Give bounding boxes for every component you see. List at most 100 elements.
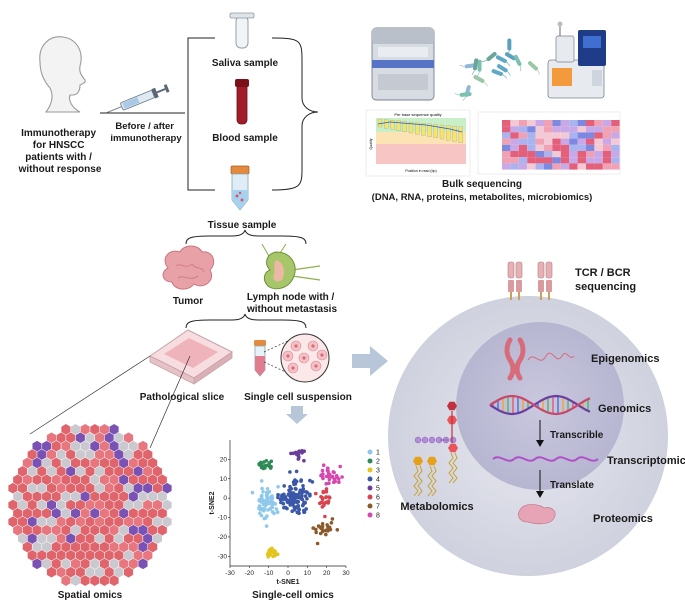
tsne-point [330,517,335,521]
tsne-point [285,498,289,502]
tsne-point [276,485,280,489]
spatial-spot [137,557,149,570]
tsne-point [321,489,326,494]
heatmap-cell [560,163,570,170]
tsne-point [271,554,275,559]
tsne-y-label: t-SNE2 [209,491,216,514]
metabolite-hexagon [413,456,423,466]
tsne-point [262,499,267,504]
proteomics-label: Proteomics [593,513,653,525]
tsne-point [261,490,265,494]
qc-box [433,124,438,138]
heatmap-cell [586,126,595,133]
lymph-node-label: Lymph node with / without metastasis [246,292,337,315]
tsne-point [324,532,328,537]
tsne-point [320,522,325,526]
heatmap-cell [569,157,578,164]
heatmap-cell [586,151,595,158]
tsne-point [324,474,329,479]
heatmap-cell [602,120,612,127]
tsne-legend-label: 1 [376,450,380,457]
tsne-point [267,461,272,465]
microbe-icon [471,58,479,76]
tsne-point [274,507,279,511]
tsne-legend-marker [367,485,373,491]
zoom-line-right [149,355,191,449]
heatmap-cell [544,144,553,151]
microbe-icon [491,69,508,79]
tcr-bcr-label: TCR / BCR sequencing [575,267,636,293]
saliva-label: Saliva sample [212,58,279,69]
microbe-icon [477,59,482,77]
magnify-line-bottom [263,361,291,375]
microbe-icon [473,75,488,87]
tsne-point [314,491,318,496]
tsne-point [331,470,336,474]
tsne-point [282,484,287,488]
heatmap-cell [544,138,553,145]
heatmap-cell [527,132,536,139]
bulk-subtitle: (DNA, RNA, proteins, metabolites, microb… [372,192,593,203]
microbe-icon [495,55,511,67]
mass-spectrometer-icon [547,21,606,99]
tsne-point [259,460,263,465]
tsne-point [259,479,264,483]
tsne-point [275,510,280,515]
qc-chart-figure: Per base sequence quality Position in re… [365,109,471,177]
transcriptomics-label: Transcriptomics [607,455,685,467]
heatmap-cell [569,151,578,158]
qc-box [390,120,395,130]
tsne-point [301,484,305,488]
heatmap-cell [611,157,620,164]
epigenomics-label: Epigenomics [591,353,659,365]
zoom-line-left [29,355,151,435]
qc-chart-title: Per base sequence quality [394,112,441,117]
heatmap-cell [594,126,603,133]
heatmap-cell [510,163,519,170]
tsne-point [321,476,325,481]
tsne-point [299,478,304,482]
tsne-point [340,475,344,479]
tsne-point [262,516,267,521]
heatmap-cell [510,138,519,145]
qc-box [446,125,451,141]
heatmap-cell [586,120,595,127]
heatmap-cell [552,144,561,151]
tsne-point [270,503,274,507]
mrna-icon [492,456,599,462]
spatial-omics-hexgrid [7,423,173,587]
heatmap-cell [577,163,586,170]
microbe-icon [481,51,497,63]
heatmap-cell [502,144,511,151]
microbe-icon [454,92,472,97]
tsne-point [269,495,274,499]
tsne-point [326,499,330,504]
tsne-point [302,458,306,463]
heatmap-cell [502,157,511,164]
tsne-point [276,495,280,500]
chromosome-icon [504,337,526,381]
heatmap-cell [602,163,612,170]
heatmap-cell [552,132,561,139]
tsne-legend-label: 6 [376,495,380,502]
tsne-point [329,521,334,525]
metabolomics-label: Metabolomics [400,501,473,513]
heatmap-cell [544,151,553,158]
heatmap-cell [527,138,536,145]
tsne-point [314,530,319,535]
qc-box [377,118,383,128]
heatmap-cell [535,138,544,145]
tsne-point [332,480,336,485]
dna-strand [489,394,591,416]
tsne-point [288,470,292,474]
single-cell-omics-label: Single-cell omics [252,590,334,601]
tissue-tube-icon [230,165,250,211]
tissue-brace [185,229,307,245]
tsne-point [305,497,309,501]
tsne-point [300,449,304,453]
tsne-point [263,463,268,468]
translate-arrow-icon [536,470,544,498]
heatmap-cell [502,120,511,127]
tsne-legend-label: 8 [376,513,380,520]
processing-brace [185,313,307,329]
